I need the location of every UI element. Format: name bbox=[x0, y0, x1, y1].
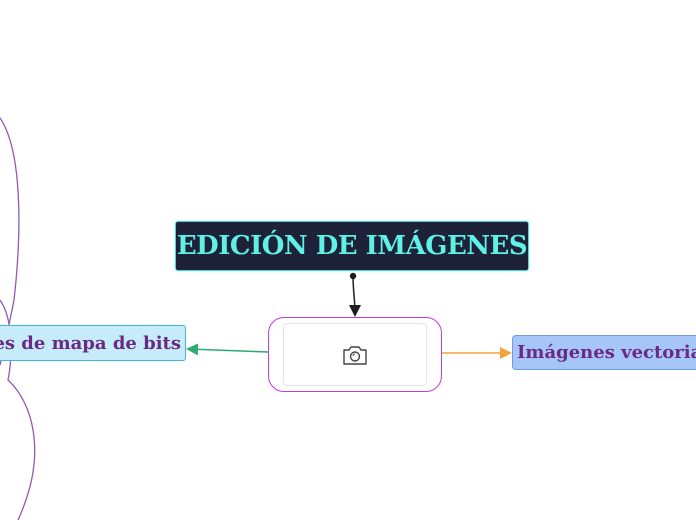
central-image-node[interactable] bbox=[268, 317, 442, 392]
central-topic-title[interactable]: EDICIÓN DE IMÁGENES bbox=[175, 221, 529, 271]
title-connector-line bbox=[348, 275, 361, 317]
branch-vector-images-label: Imágenes vectoriales bbox=[517, 342, 696, 363]
branch-bitmap-images-label: Imágenes de mapa de bits bbox=[0, 332, 181, 354]
branch-vector-images[interactable]: Imágenes vectoriales bbox=[512, 335, 696, 370]
central-topic-title-text: EDICIÓN DE IMÁGENES bbox=[176, 231, 528, 261]
left-branch-connector bbox=[186, 343, 269, 356]
branch-bitmap-images[interactable]: Imágenes de mapa de bits bbox=[0, 325, 186, 361]
camera-icon bbox=[343, 345, 367, 365]
image-placeholder bbox=[283, 323, 427, 386]
